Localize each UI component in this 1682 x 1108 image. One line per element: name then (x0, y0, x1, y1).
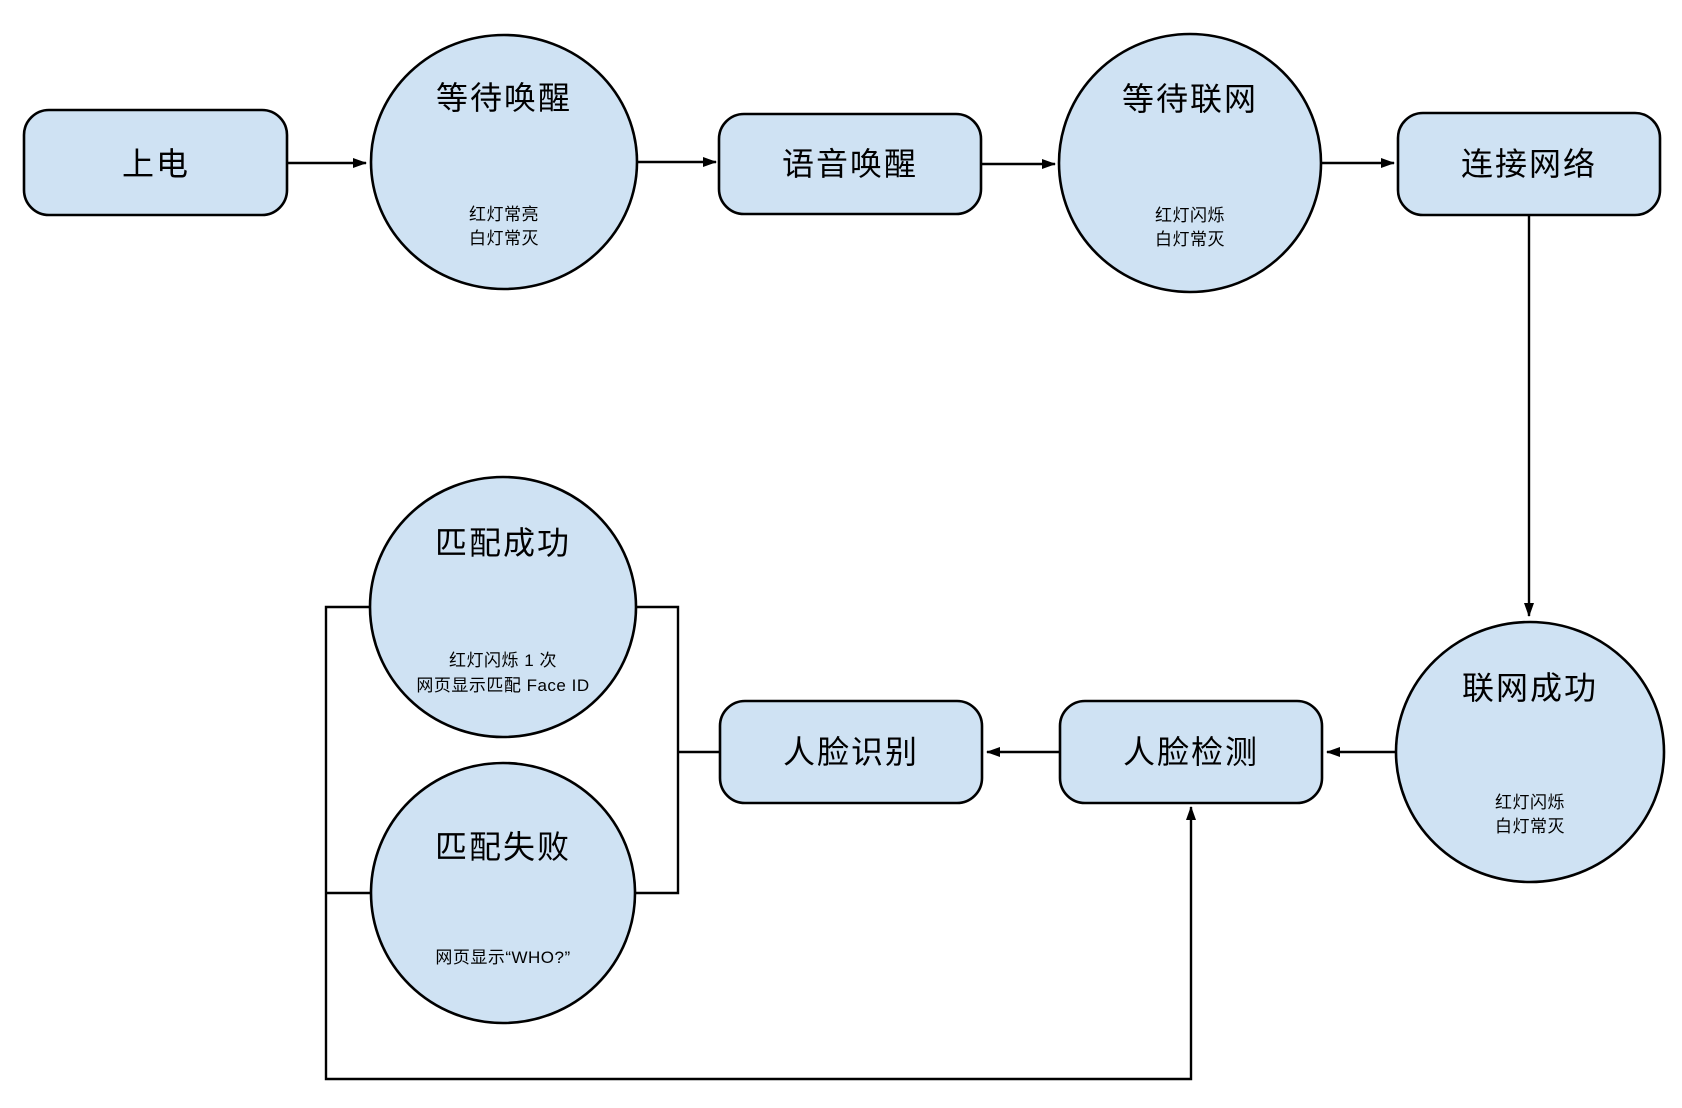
node-wait-network-note-1: 红灯闪烁 (1155, 206, 1225, 225)
node-wait-wake: 等待唤醒 红灯常亮 白灯常灭 (369, 33, 639, 291)
node-match-fail-shape (369, 761, 637, 1025)
connector-lines (287, 157, 1534, 1081)
node-face-recognize-shape (718, 699, 984, 805)
node-network-success-shape (1394, 620, 1666, 884)
node-wait-network-title: 等待联网 (1122, 81, 1258, 117)
node-match-fail: 匹配失败 网页显示“WHO?” (369, 761, 637, 1025)
node-match-success-note-1: 红灯闪烁 1 次 (449, 651, 557, 670)
node-match-fail-note-1: 网页显示“WHO?” (435, 948, 570, 967)
node-match-fail-title: 匹配失败 (435, 829, 571, 865)
edge-loop-back-to-face-detect (324, 605, 1196, 1081)
node-connect-network: 连接网络 (1396, 111, 1662, 217)
node-wait-network: 等待联网 红灯闪烁 白灯常灭 (1057, 32, 1323, 294)
node-face-recognize: 人脸识别 (718, 699, 984, 805)
node-wait-network-note-2: 白灯常灭 (1155, 230, 1225, 249)
node-match-success: 匹配成功 红灯闪烁 1 次 网页显示匹配 Face ID (368, 475, 638, 739)
node-face-detect-shape (1058, 699, 1324, 805)
node-wait-network-shape (1057, 32, 1323, 294)
node-face-recognize-label: 人脸识别 (783, 734, 919, 770)
edge-recognize-branch-bracket (635, 605, 680, 895)
node-connect-network-shape (1396, 111, 1662, 217)
node-network-success: 联网成功 红灯闪烁 白灯常灭 (1394, 620, 1666, 884)
node-connect-network-label: 连接网络 (1461, 146, 1597, 182)
node-network-success-note-2: 白灯常灭 (1495, 817, 1565, 836)
node-wait-wake-note-1: 红灯常亮 (469, 205, 539, 224)
node-voice-wake: 语音唤醒 (717, 112, 983, 216)
node-match-success-title: 匹配成功 (435, 525, 571, 561)
node-voice-wake-label: 语音唤醒 (782, 146, 918, 182)
node-power-on-shape (22, 108, 289, 217)
node-power-on-label: 上电 (122, 146, 190, 182)
node-match-success-note-2: 网页显示匹配 Face ID (416, 676, 589, 695)
node-wait-wake-shape (369, 33, 639, 291)
node-face-detect-label: 人脸检测 (1123, 734, 1259, 770)
node-face-detect: 人脸检测 (1058, 699, 1324, 805)
node-network-success-note-1: 红灯闪烁 (1495, 793, 1565, 812)
node-wait-wake-note-2: 白灯常灭 (469, 229, 539, 248)
node-voice-wake-shape (717, 112, 983, 216)
node-wait-wake-title: 等待唤醒 (436, 80, 572, 116)
node-power-on: 上电 (22, 108, 289, 217)
node-match-success-shape (368, 475, 638, 739)
node-network-success-title: 联网成功 (1462, 670, 1598, 706)
